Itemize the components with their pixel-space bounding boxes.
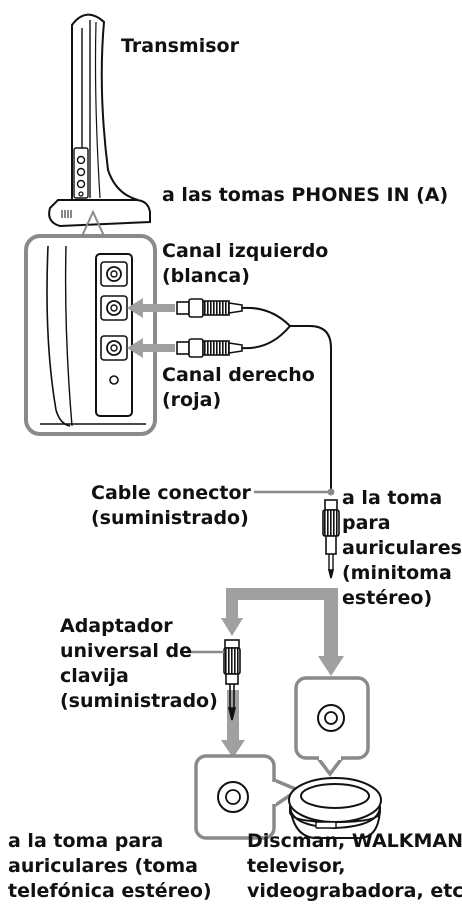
input-arrows xyxy=(127,298,175,358)
arrow-to-phonejack xyxy=(221,740,245,758)
connecting-cable-label: Cable conector (suministrado) xyxy=(91,482,251,529)
arrow-to-minijack xyxy=(318,656,344,676)
devices-label: Discman, WALKMAN*, televisor, videograba… xyxy=(247,830,462,902)
arrow-to-adaptor xyxy=(221,618,243,636)
discman-icon xyxy=(288,777,382,840)
phones-in-label: a las tomas PHONES IN (A) xyxy=(162,184,449,206)
phonejack-callout xyxy=(194,754,302,840)
transmitter-label: Transmisor xyxy=(121,35,239,57)
connecting-cable xyxy=(241,306,332,492)
headphone-jack-mini-label: a la toma para auriculares (minitoma est… xyxy=(342,487,462,609)
headphone-jack-phone-label: a la toma para auriculares (toma telefón… xyxy=(8,830,212,902)
plug-adaptor-label: Adaptador universal de clavija (suminist… xyxy=(60,615,218,712)
plug-adaptor-icon xyxy=(223,639,241,721)
left-channel-label: Canal izquierdo (blanca) xyxy=(162,240,329,287)
rca-plug-white-icon xyxy=(176,298,243,318)
minijack-callout xyxy=(294,676,370,777)
panel-callout xyxy=(24,209,157,436)
transmitter-icon xyxy=(48,13,151,228)
arrow-right-jack xyxy=(127,338,175,358)
rca-plug-red-icon xyxy=(176,338,243,358)
stereo-mini-plug-icon xyxy=(322,499,340,579)
right-channel-label: Canal derecho (roja) xyxy=(162,364,315,411)
cable-leader xyxy=(254,488,335,496)
arrow-left-jack xyxy=(127,298,175,318)
